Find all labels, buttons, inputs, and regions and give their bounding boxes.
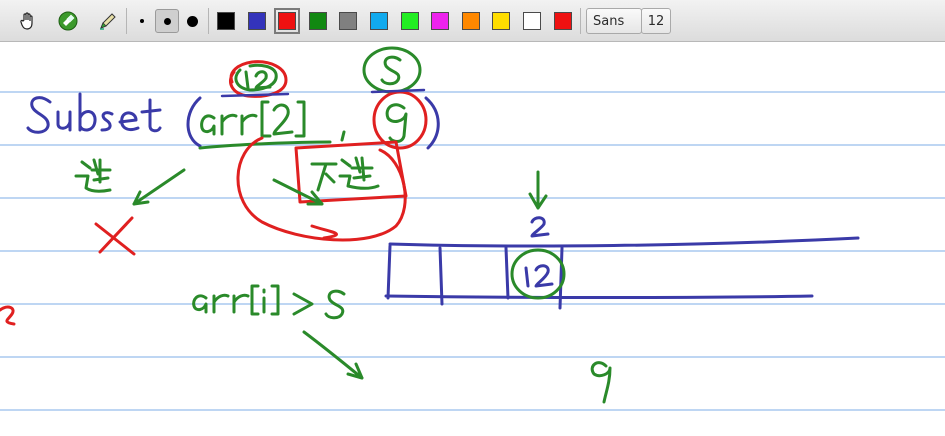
- red-x-mark: [94, 216, 136, 256]
- pen-size-medium[interactable]: [155, 9, 179, 33]
- color-swatch-4[interactable]: [309, 12, 327, 30]
- color-swatch-3[interactable]: [274, 8, 300, 34]
- subset-handwriting: [26, 92, 202, 148]
- font-size-label: 12: [647, 13, 665, 29]
- color-swatch-9[interactable]: [462, 12, 480, 30]
- eraser-icon: [58, 11, 78, 31]
- circled-9: [370, 88, 440, 150]
- color-swatch-1[interactable]: [217, 12, 235, 30]
- color-swatch-2[interactable]: [248, 12, 266, 30]
- buxuan-annotation: [236, 136, 408, 242]
- pen-icon: [100, 13, 116, 30]
- color-swatch-5[interactable]: [339, 12, 357, 30]
- pen-tool-button[interactable]: [96, 9, 120, 33]
- color-swatch-7[interactable]: [401, 12, 419, 30]
- font-name-button[interactable]: Sans: [586, 8, 642, 34]
- toolbar-separator: [208, 8, 209, 34]
- pen-size-large[interactable]: [180, 9, 204, 33]
- color-swatch-11[interactable]: [523, 12, 541, 30]
- hand-tool-button[interactable]: [16, 9, 40, 33]
- color-swatch-12[interactable]: [554, 12, 572, 30]
- toolbar: Sans 12: [0, 0, 945, 42]
- circled-12-top: [220, 60, 290, 98]
- toolbar-separator: [580, 8, 581, 34]
- arr-index-handwriting: [198, 100, 346, 150]
- pen-size-small[interactable]: [130, 9, 154, 33]
- color-swatch-10[interactable]: [492, 12, 510, 30]
- circled-s: [362, 46, 422, 94]
- toolbar-separator: [126, 8, 127, 34]
- index-arrow: [528, 170, 550, 238]
- array-diagram: [384, 236, 860, 310]
- canvas-svg: [0, 46, 945, 411]
- eraser-tool-button[interactable]: [56, 9, 80, 33]
- font-size-button[interactable]: 12: [641, 8, 671, 34]
- left-edge-mark: [0, 305, 16, 326]
- color-swatch-8[interactable]: [431, 12, 449, 30]
- condition-handwriting: [192, 284, 364, 380]
- drawing-canvas[interactable]: [0, 42, 945, 436]
- nine-bottom: [590, 361, 612, 404]
- circled-12-array: [510, 248, 566, 300]
- font-name-label: Sans: [593, 13, 625, 29]
- hand-icon: [20, 12, 33, 30]
- xuan-annotation: [74, 158, 186, 206]
- color-swatch-6[interactable]: [370, 12, 388, 30]
- ruled-lines: [0, 91, 945, 411]
